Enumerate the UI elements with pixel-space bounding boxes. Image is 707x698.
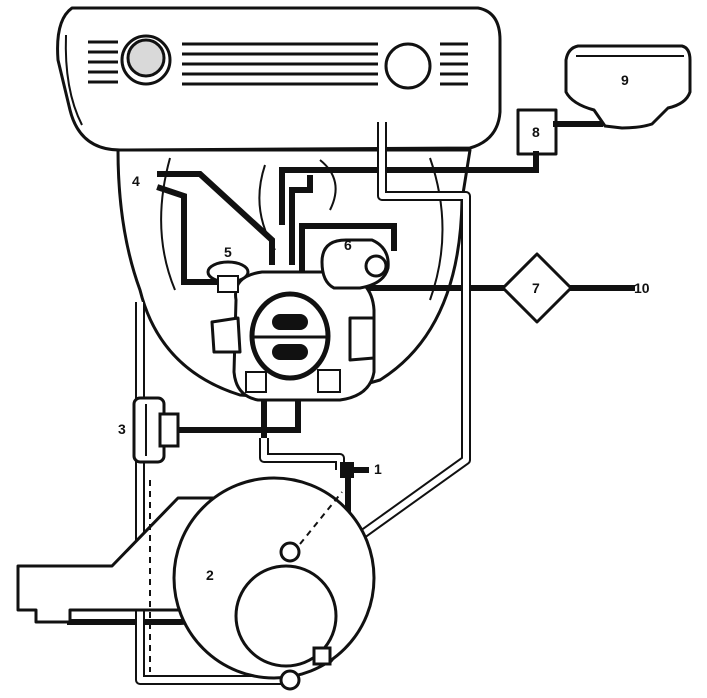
label-7: 7 [532, 280, 540, 296]
air-filter-9 [564, 44, 692, 130]
valve-3 [132, 396, 180, 464]
label-6: 6 [344, 237, 352, 253]
valve-5 [206, 260, 250, 293]
label-3: 3 [118, 421, 126, 437]
label-2: 2 [206, 567, 214, 583]
number-labels: 1 2 3 4 5 6 7 8 9 10 [118, 72, 650, 583]
fitting-1 [340, 462, 354, 478]
valve-7 [501, 252, 573, 324]
valve-cover [56, 6, 502, 152]
valve-6 [320, 238, 390, 290]
label-8: 8 [532, 124, 540, 140]
label-10: 10 [634, 280, 650, 296]
carburettor [210, 270, 376, 402]
label-4: 4 [132, 173, 140, 189]
label-1: 1 [374, 461, 382, 477]
label-9: 9 [621, 72, 629, 88]
distributor-2 [16, 476, 376, 691]
label-5: 5 [224, 244, 232, 260]
